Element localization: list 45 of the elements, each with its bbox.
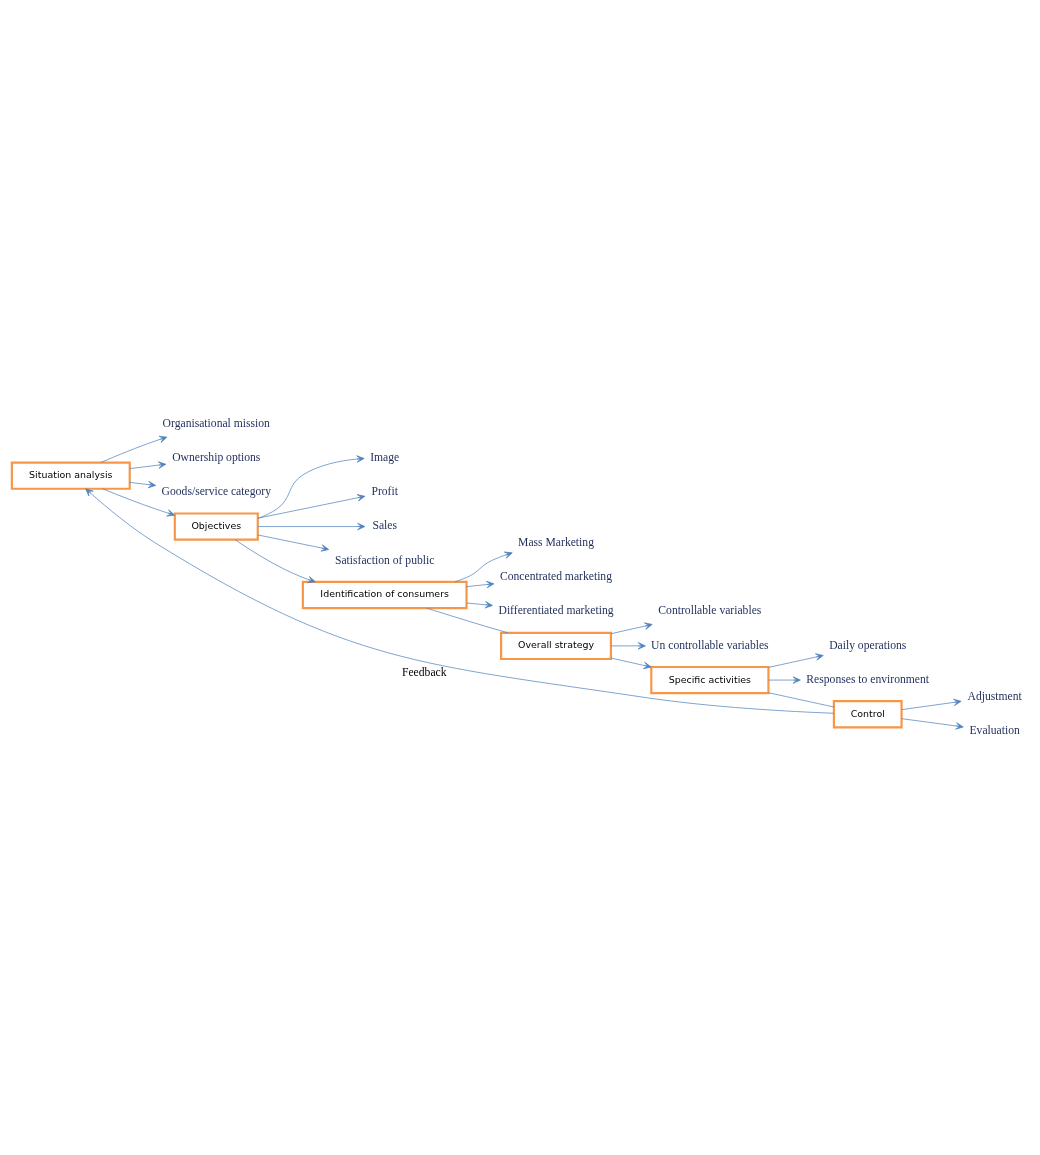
node-text: Adjustment — [967, 689, 1022, 703]
node-text: Differentiated marketing — [498, 604, 614, 618]
node-text: Controllable variables — [658, 604, 762, 618]
edge-label: Feedback — [401, 665, 447, 679]
arrow — [454, 551, 513, 583]
node-text: Evaluation — [969, 723, 1020, 737]
connector — [768, 692, 835, 708]
arrow — [768, 676, 801, 684]
node-text: Responses to environment — [806, 672, 930, 686]
node-text: Concentrated marketing — [500, 570, 613, 584]
node-text: Ownership options — [172, 450, 261, 464]
node-box: Situation analysis — [10, 461, 131, 490]
connector — [426, 607, 509, 634]
node-text: Un controllable variables — [651, 638, 769, 652]
node-box: Identification of consumers — [301, 580, 468, 610]
node-box: Objectives — [173, 512, 259, 541]
arrow — [257, 522, 366, 531]
node-text: Profit — [371, 485, 398, 499]
arrow — [129, 461, 167, 469]
arrow — [610, 657, 652, 670]
arrow — [102, 488, 175, 517]
arrow — [100, 435, 168, 463]
node-box: Control — [832, 700, 903, 729]
node-text: Goods/service category — [161, 485, 271, 499]
node-text: Satisfaction of public — [334, 553, 435, 567]
node-text: Sales — [372, 519, 397, 533]
arrow — [257, 494, 366, 519]
node-box: Specific activities — [650, 665, 770, 695]
arrow — [901, 718, 964, 730]
arrow — [610, 622, 653, 635]
arrow — [901, 698, 962, 710]
node-text: Daily operations — [829, 638, 907, 652]
arrow — [234, 539, 316, 584]
node-text: Mass Marketing — [518, 536, 594, 550]
arrow — [85, 488, 835, 714]
node-text: Organisational mission — [162, 416, 270, 430]
arrow — [257, 534, 330, 552]
arrow — [257, 455, 365, 519]
arrow — [610, 642, 646, 650]
arrow — [129, 480, 157, 489]
arrow — [466, 601, 493, 609]
arrow — [768, 653, 824, 668]
arrow — [466, 580, 495, 589]
node-text: Image — [370, 450, 400, 464]
node-box: Overall strategy — [500, 631, 612, 661]
